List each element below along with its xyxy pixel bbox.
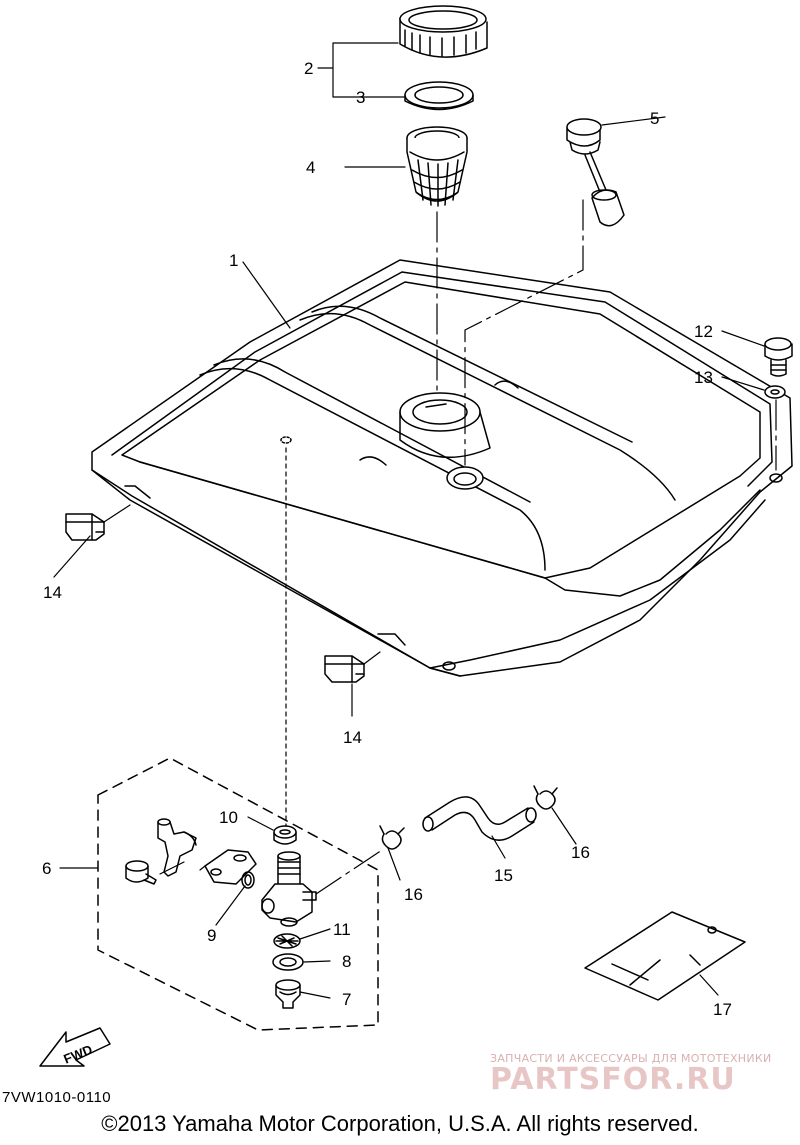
callout-7: 7 <box>342 990 351 1009</box>
callout-9: 9 <box>207 926 216 945</box>
diagram-part-code: 7VW1010-0110 <box>2 1089 112 1106</box>
callout-11: 11 <box>333 920 351 939</box>
copyright-notice: ©2013 Yamaha Motor Corporation, U.S.A. A… <box>101 1111 699 1136</box>
rubber-mount-right <box>324 655 365 683</box>
watermark-brand: PARTSFOR.RU <box>490 1062 736 1097</box>
callout-3: 3 <box>356 88 365 107</box>
callout-16-right: 16 <box>571 843 590 862</box>
washer <box>764 385 786 399</box>
callout-12: 12 <box>694 322 713 341</box>
callout-5: 5 <box>650 109 659 128</box>
instruction-label-card <box>584 911 746 1001</box>
callout-6: 6 <box>42 859 51 878</box>
sediment-cup <box>275 979 301 1009</box>
fuel-cap <box>399 5 488 58</box>
hose-clip-right <box>533 785 558 810</box>
callout-4: 4 <box>306 158 315 177</box>
callout-17: 17 <box>713 1000 732 1019</box>
callout-15: 15 <box>494 866 513 885</box>
cap-gasket <box>404 81 474 111</box>
leader-lines <box>53 42 765 999</box>
fuel-hose <box>422 796 537 841</box>
callout-14-left: 14 <box>43 583 62 602</box>
assembly-axes <box>285 199 777 895</box>
watermark-tagline: ЗАПЧАСТИ И АКСЕССУАРЫ ДЛЯ МОТОТЕХНИКИ <box>490 1052 772 1065</box>
callout-14-right: 14 <box>343 728 362 747</box>
callout-8: 8 <box>342 952 351 971</box>
callout-2: 2 <box>304 59 313 78</box>
filter-screen <box>273 933 301 949</box>
rubber-mount-left <box>65 513 105 541</box>
callout-13: 13 <box>694 368 713 387</box>
callout-1: 1 <box>229 251 238 270</box>
fuel-cock-washer <box>273 825 297 845</box>
forward-arrow-icon <box>39 1027 111 1067</box>
fuel-cock-assembly-boundary <box>97 757 379 1031</box>
callout-16-left: 16 <box>404 885 423 904</box>
fuel-tank <box>91 259 793 677</box>
bolt <box>764 337 793 377</box>
cup-seal <box>272 953 304 971</box>
o-ring <box>241 871 255 889</box>
fuel-cock-screw <box>125 860 157 885</box>
callout-10: 10 <box>219 808 238 827</box>
fuel-cock-plate <box>204 849 257 885</box>
fuel-strainer <box>406 126 468 207</box>
hose-clip-left <box>379 825 405 850</box>
fuel-gauge <box>566 118 625 227</box>
fuel-cock-lever <box>157 818 197 877</box>
fuel-cock-body <box>261 851 317 927</box>
